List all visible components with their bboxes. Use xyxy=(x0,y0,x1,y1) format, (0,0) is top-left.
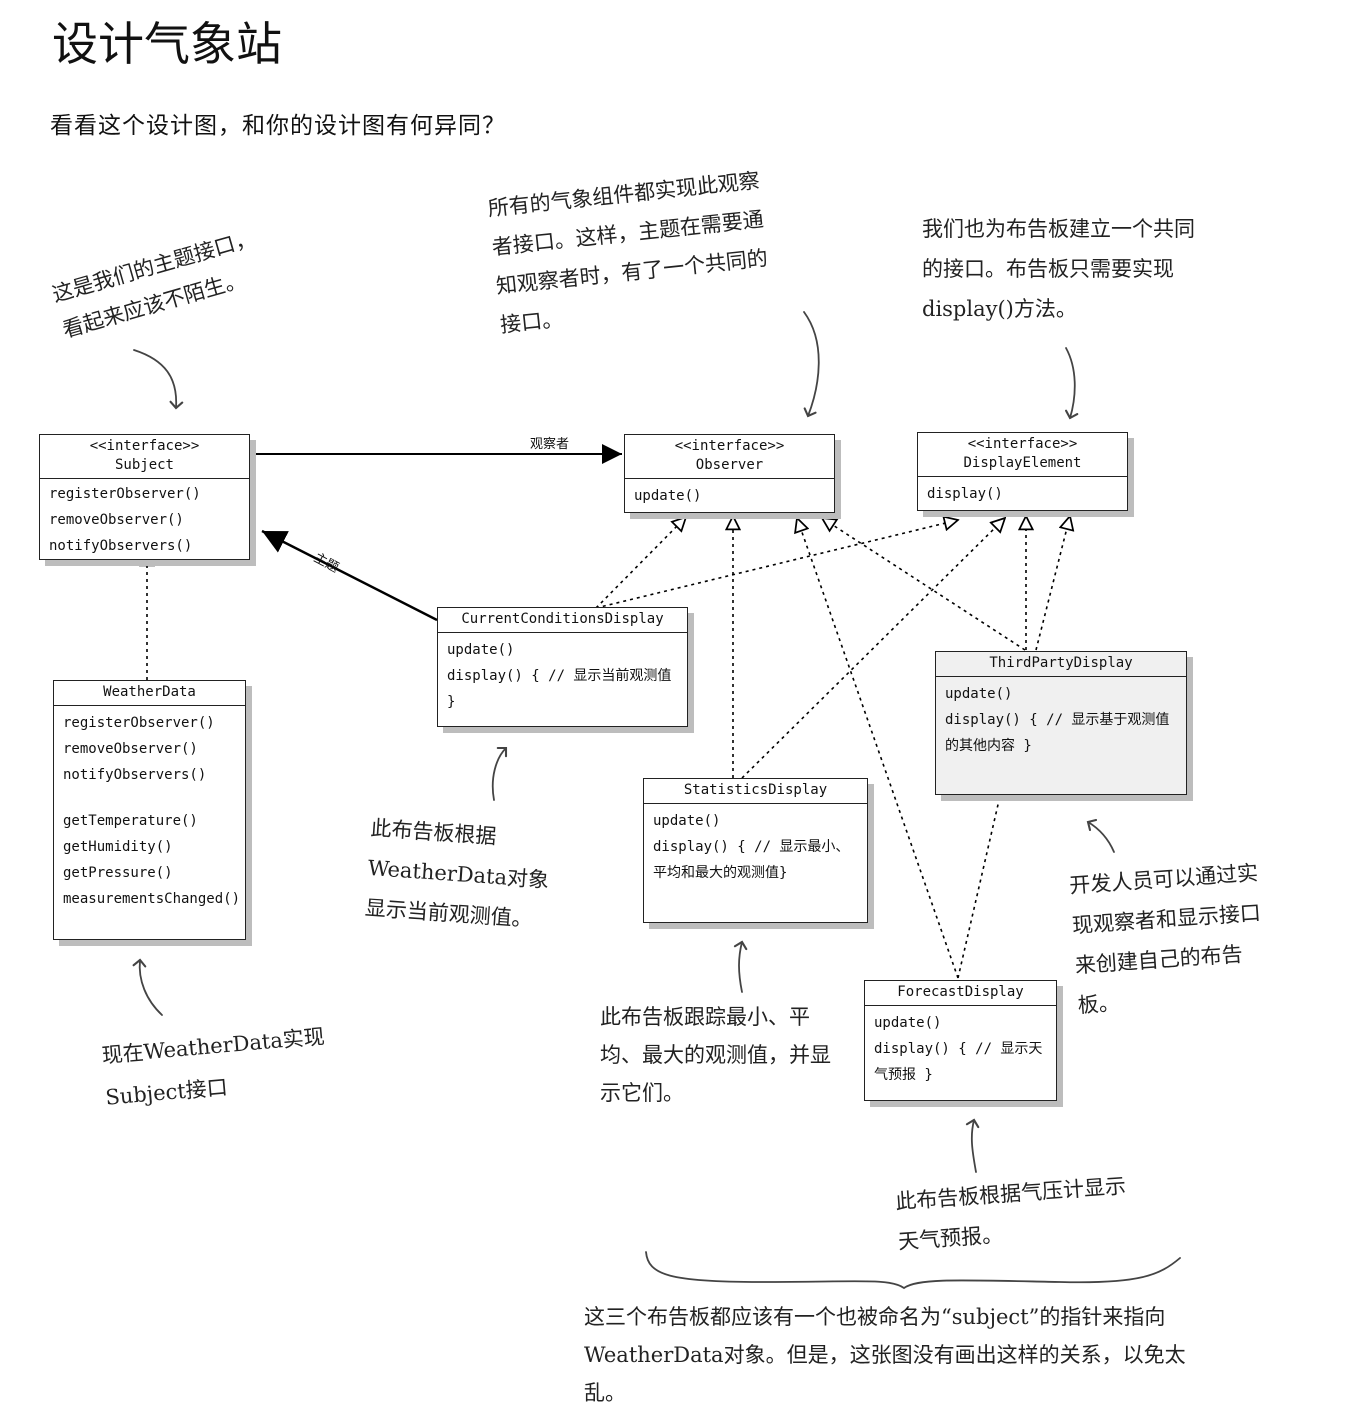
note-third-party: 开发人员可以通过实现观察者和显示接口来创建自己的布告板。 xyxy=(1068,860,1262,1018)
method: registerObserver() xyxy=(63,715,215,731)
class-forecast: ForecastDisplay update() display() { // … xyxy=(864,980,1057,1101)
method: getTemperature() xyxy=(63,813,198,829)
method: display() { // 显示天气预报 } xyxy=(874,1041,1043,1083)
method: getPressure() xyxy=(63,865,173,881)
method: getHumidity() xyxy=(63,839,173,855)
class-name: ThirdPartyDisplay xyxy=(936,652,1186,677)
class-display-element: <<interface>> DisplayElement display() xyxy=(917,432,1128,511)
note-forecast: 此布告板根据气压计显示天气预报。 xyxy=(894,1173,1127,1254)
realize-stats-display xyxy=(741,518,1005,779)
method: registerObserver() xyxy=(49,486,201,502)
method: measurementsChanged() xyxy=(63,891,241,907)
edge-label-observers: 观察者 xyxy=(530,437,570,452)
method: removeObserver() xyxy=(49,512,184,528)
method: update() xyxy=(874,1015,942,1031)
note-arrow-forecast xyxy=(965,1118,980,1173)
footer-brace xyxy=(645,1251,1181,1290)
class-name: Observer xyxy=(695,457,764,473)
realize-current-display xyxy=(595,520,958,609)
method: removeObserver() xyxy=(63,741,198,757)
class-name: StatisticsDisplay xyxy=(644,779,867,804)
page-title: 设计气象站 xyxy=(52,17,282,71)
class-subject: <<interface>> Subject registerObserver()… xyxy=(39,434,250,560)
method: update() xyxy=(447,642,515,658)
note-arrow-current xyxy=(491,746,508,801)
realize-forecast-display xyxy=(957,795,1001,979)
class-name: Subject xyxy=(114,457,174,473)
class-name: ForecastDisplay xyxy=(865,981,1056,1006)
note-display: 我们也为布告板建立一个共同的接口。布告板只需要实现display()方法。 xyxy=(922,217,1195,321)
class-name: CurrentConditionsDisplay xyxy=(438,608,687,633)
method: display() { // 显示最小、平均和最大的观测值} xyxy=(653,839,850,881)
realize-forecast-observer xyxy=(797,518,959,979)
footer-note: 这三个布告板都应该有一个也被命名为“subject”的指针来指向WeatherD… xyxy=(584,1305,1186,1405)
realize-third-display-b xyxy=(1035,516,1070,651)
method: update() xyxy=(634,488,702,504)
note-current: 此布告板根据WeatherData对象显示当前观测值。 xyxy=(364,815,550,932)
note-arrow-display xyxy=(1065,347,1079,420)
class-weather-data: WeatherData registerObserver() removeObs… xyxy=(53,680,246,940)
class-current-conditions: CurrentConditionsDisplay update() displa… xyxy=(437,607,688,727)
method: update() xyxy=(945,686,1013,702)
note-observer: 所有的气象组件都实现此观察者接口。这样，主题在需要通知观察者时，有了一个共同的接… xyxy=(486,168,769,338)
class-name: WeatherData xyxy=(54,681,245,706)
note-arrow-stats xyxy=(733,940,748,993)
realize-current-observer xyxy=(595,517,686,609)
method: display() xyxy=(927,486,1003,502)
method: notifyObservers() xyxy=(63,767,207,783)
class-header: <<interface>> DisplayElement xyxy=(918,433,1127,477)
stereotype: <<interface>> xyxy=(967,436,1078,452)
class-header: <<interface>> Subject xyxy=(40,435,249,479)
method: notifyObservers() xyxy=(49,538,193,554)
class-statistics: StatisticsDisplay update() display() { /… xyxy=(643,778,868,923)
note-arrow-weather xyxy=(132,958,163,1016)
method: update() xyxy=(653,813,721,829)
method: display() { // 显示当前观测值 } xyxy=(447,668,672,710)
class-header: <<interface>> Observer xyxy=(625,435,834,479)
page-subtitle: 看看这个设计图，和你的设计图有何异同？ xyxy=(50,113,506,139)
method: display() { // 显示基于观测值的其他内容 } xyxy=(945,712,1170,754)
class-third-party: ThirdPartyDisplay update() display() { /… xyxy=(935,651,1187,795)
stereotype: <<interface>> xyxy=(89,438,200,454)
realize-third-observer xyxy=(822,518,1026,651)
note-arrow-observer xyxy=(803,311,820,418)
note-statistics: 此布告板跟踪最小、平均、最大的观测值，并显示它们。 xyxy=(600,1005,831,1105)
association-subject xyxy=(261,529,438,622)
class-observer: <<interface>> Observer update() xyxy=(624,434,835,513)
class-name: DisplayElement xyxy=(963,455,1082,471)
stereotype: <<interface>> xyxy=(674,438,785,454)
note-arrow-third xyxy=(1086,818,1115,853)
note-arrow-subject xyxy=(133,349,184,410)
